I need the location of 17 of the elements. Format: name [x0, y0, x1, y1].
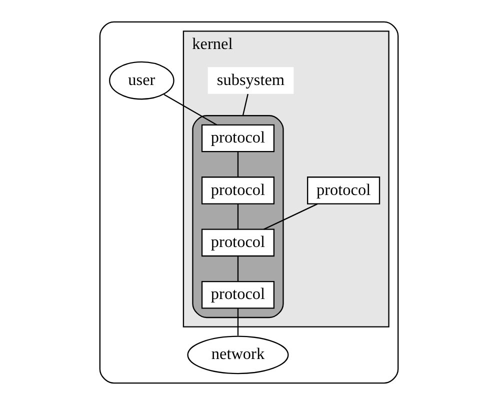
- connector: [236, 308, 238, 336]
- node-box: protocol: [306, 176, 380, 204]
- node-box: protocol: [200, 176, 274, 204]
- connector: [263, 203, 318, 230]
- connector: [242, 94, 248, 116]
- connector: [236, 152, 238, 177]
- node-box: protocol: [200, 280, 274, 309]
- cluster: [192, 115, 284, 318]
- node-box: subsystem: [207, 67, 294, 94]
- cluster: [98, 21, 398, 384]
- connector: [236, 204, 238, 230]
- connector: [163, 94, 217, 126]
- node-box: protocol: [200, 124, 274, 152]
- node-ellipse: network: [186, 336, 288, 374]
- connector: [236, 256, 238, 282]
- node-ellipse: user: [108, 61, 174, 100]
- node-box: protocol: [200, 228, 274, 257]
